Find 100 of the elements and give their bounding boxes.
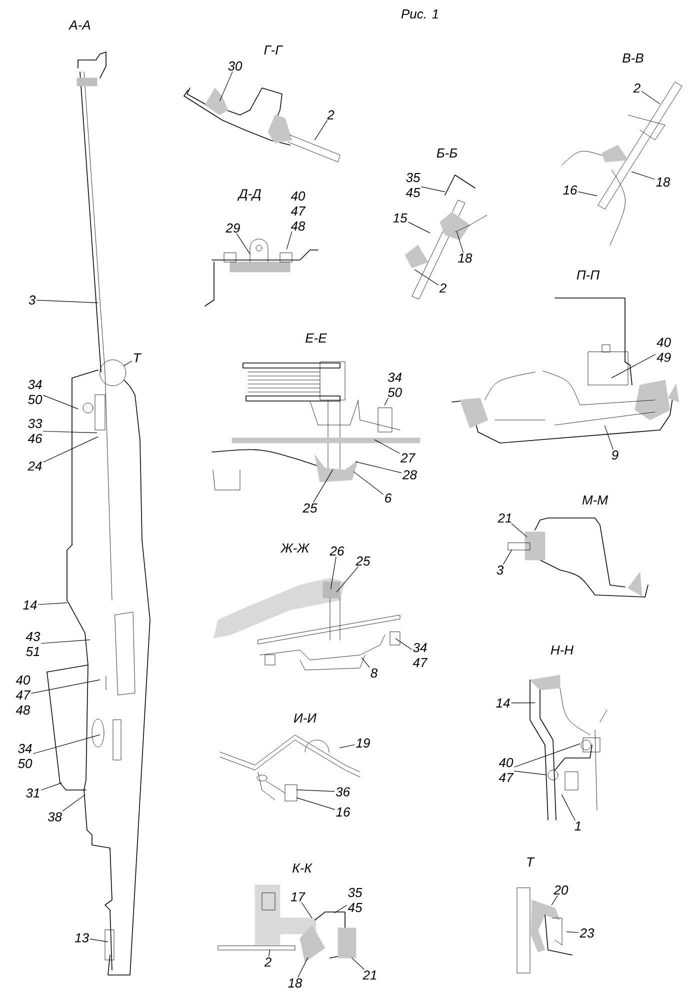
callout-number: 1 xyxy=(574,822,581,830)
callout-number: 24 xyxy=(28,461,42,471)
leader-line xyxy=(36,300,98,304)
leader-line xyxy=(396,638,412,650)
section-label: Д-Д xyxy=(237,189,261,201)
callout-number: Т xyxy=(134,353,142,362)
leader-line xyxy=(43,430,98,434)
leader-line xyxy=(604,426,614,450)
callout-number: 40 47 48 xyxy=(290,191,306,231)
callout-number: 29 xyxy=(226,223,240,233)
callout-number: 25 xyxy=(356,556,370,566)
leader-line xyxy=(268,950,270,957)
callout-number: 9 xyxy=(612,450,618,460)
callout-number: 35 45 xyxy=(406,172,420,198)
callout-number: 40 47 48 xyxy=(16,675,31,715)
callout-number: 36 xyxy=(336,787,350,796)
callout-number: 2 xyxy=(264,957,272,967)
leader-line xyxy=(334,905,347,914)
callout-number: 19 xyxy=(356,738,370,748)
callout-number: 3 xyxy=(28,295,36,305)
leader-line xyxy=(578,192,598,196)
callout-number: 40 49 xyxy=(656,338,671,362)
leader-line xyxy=(43,395,78,410)
callout-number: 2 xyxy=(327,110,334,120)
callout-number: 31 xyxy=(26,788,40,798)
leader-line xyxy=(354,472,384,495)
leader-line xyxy=(124,360,132,366)
callout-number: 20 xyxy=(554,885,568,895)
leader-line xyxy=(90,938,108,942)
leader-line xyxy=(33,734,100,754)
leader-line xyxy=(286,232,292,250)
callout-number: 28 xyxy=(402,470,417,480)
callout-number: 43 51 xyxy=(26,632,40,656)
callout-number: 21 xyxy=(362,970,376,980)
callout-number: 30 xyxy=(228,61,242,71)
callout-number: 35 45 xyxy=(348,888,362,912)
bracket-section-drawing xyxy=(204,238,318,306)
callout-number: 16 xyxy=(563,185,578,195)
section-label: Н-Н xyxy=(550,646,574,654)
section-label: Г-Г xyxy=(264,46,284,54)
callout-number: 27 xyxy=(400,453,416,462)
leader-line xyxy=(356,462,402,474)
leader-line xyxy=(514,744,580,768)
leader-line xyxy=(362,658,370,668)
leader-line xyxy=(374,440,400,454)
callout-number: 8 xyxy=(370,668,378,678)
section-label: Ж-Ж xyxy=(280,544,310,552)
section-label: К-К xyxy=(292,864,312,872)
callout-number: 34 50 xyxy=(388,372,402,397)
callout-number: 2 xyxy=(633,83,640,93)
callout-number: 16 xyxy=(336,807,350,817)
callout-number: 3 xyxy=(496,565,504,575)
callout-number: 34 50 xyxy=(18,744,32,768)
leader-line xyxy=(503,550,512,564)
section-label: Б-Б xyxy=(436,148,458,158)
callout-number: 38 xyxy=(48,812,62,822)
callout-number: 33 46 xyxy=(28,418,42,444)
section-label: Е-Е xyxy=(306,334,327,342)
leader-line xyxy=(456,232,464,253)
callout-number: 14 xyxy=(496,698,510,708)
section-label: В-В xyxy=(622,54,644,62)
seal-section-drawing xyxy=(184,88,340,162)
section-label: Т xyxy=(527,858,535,866)
section-label: П-П xyxy=(576,270,600,280)
leader-line xyxy=(642,91,660,104)
callout-number: 34 47 xyxy=(412,642,428,668)
handle-section-drawing xyxy=(452,298,680,444)
leader-line xyxy=(296,790,335,792)
leader-line xyxy=(632,172,655,180)
leader-line xyxy=(552,896,558,906)
leader-line xyxy=(511,523,528,538)
panel-section-drawing xyxy=(530,674,608,820)
leader-line xyxy=(562,794,576,821)
callout-number: 17 xyxy=(290,892,306,902)
callout-number: 21 xyxy=(498,513,512,523)
clip-section-drawing xyxy=(562,82,682,246)
callout-number: 13 xyxy=(74,933,89,942)
leader-line xyxy=(38,602,68,605)
leader-line xyxy=(421,186,446,192)
leader-line xyxy=(511,702,536,704)
leader-line xyxy=(352,958,364,970)
figure-number: Рис. 1 xyxy=(401,9,438,19)
callout-number: 26 xyxy=(330,546,344,556)
callout-number: 2 xyxy=(439,283,446,293)
leader-line xyxy=(314,120,328,140)
leader-line xyxy=(236,234,250,254)
leader-line xyxy=(62,794,86,812)
callout-number: 18 xyxy=(288,978,302,988)
leader-line xyxy=(313,470,334,502)
leader-line xyxy=(330,556,336,590)
section-label: А-А xyxy=(68,20,90,30)
callout-number: 15 xyxy=(393,213,408,223)
leader-line xyxy=(514,770,546,776)
leader-line xyxy=(31,680,100,694)
motor-section-drawing xyxy=(212,362,420,490)
leader-line xyxy=(408,222,430,234)
callout-number: 23 xyxy=(580,928,594,938)
detail-circle xyxy=(100,360,126,386)
leader-line xyxy=(43,436,98,462)
leader-line xyxy=(566,932,579,933)
